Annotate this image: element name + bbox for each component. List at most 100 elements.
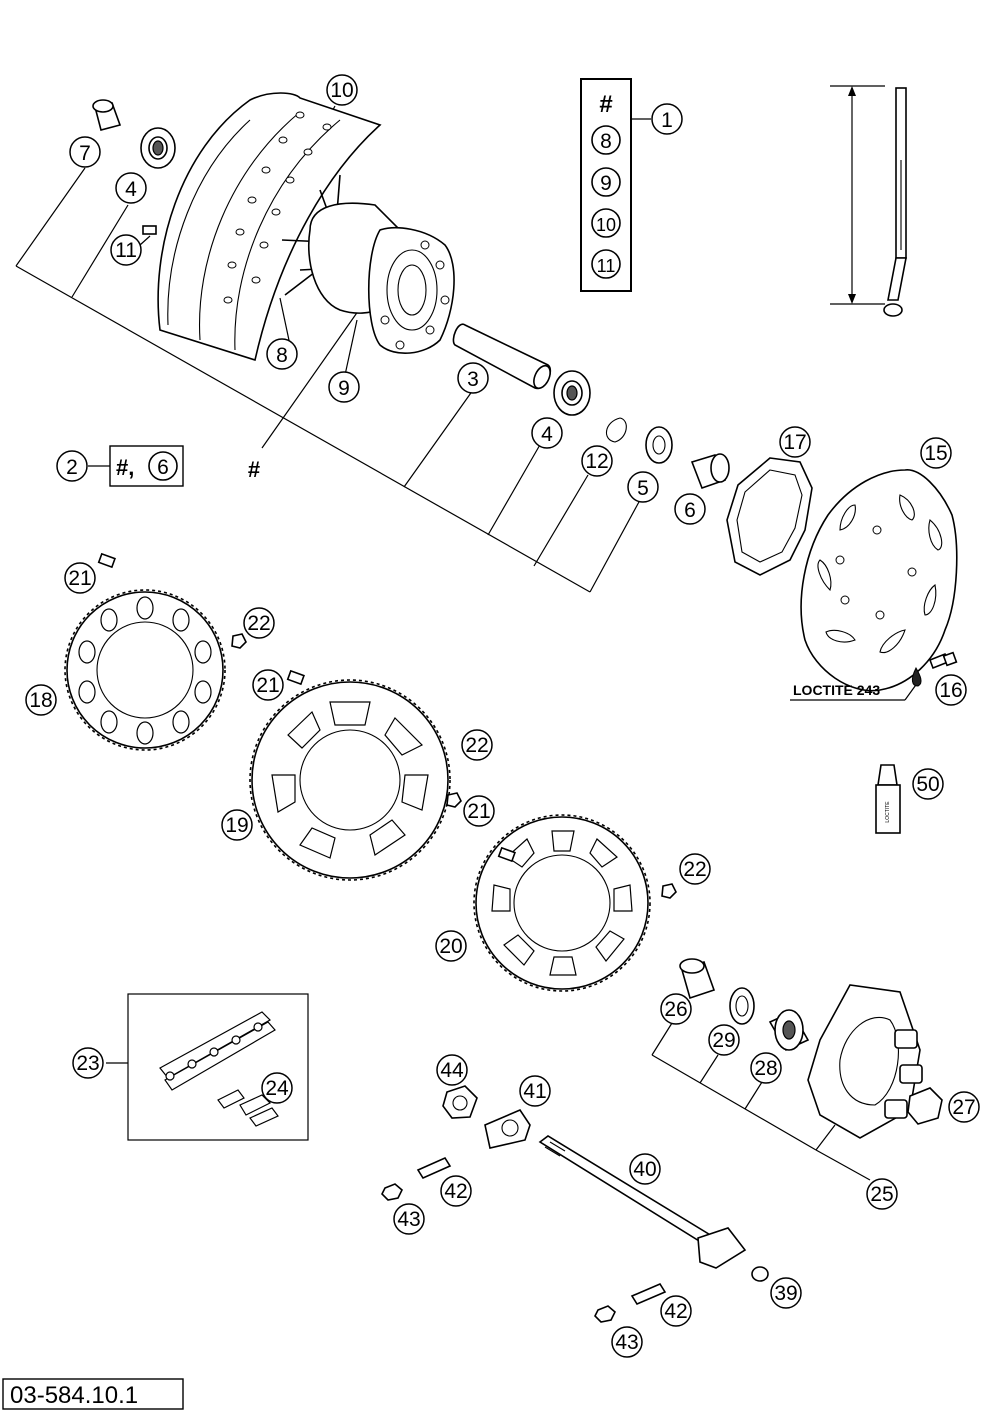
callout-3: 3 xyxy=(457,362,489,394)
chain-box xyxy=(127,993,309,1141)
legend-item-9: 9 xyxy=(591,167,621,197)
spacer-icon xyxy=(690,453,730,490)
brake-disc-icon xyxy=(800,469,958,692)
wheel-rim-icon xyxy=(157,92,382,362)
svg-text:21: 21 xyxy=(68,567,91,590)
chain-adjuster-icon xyxy=(484,1109,531,1149)
spoke-length-gauge xyxy=(830,85,907,317)
callout-12: 12 xyxy=(581,445,613,477)
callout-4b: 4 xyxy=(531,417,563,449)
bolt-icon xyxy=(928,651,958,670)
svg-text:27: 27 xyxy=(952,1096,975,1119)
svg-text:8: 8 xyxy=(600,130,612,153)
svg-text:43: 43 xyxy=(397,1208,420,1231)
svg-text:23: 23 xyxy=(76,1052,99,1075)
sprocket-icon xyxy=(64,589,226,751)
svg-text:4: 4 xyxy=(125,178,137,201)
callout-9: 9 xyxy=(328,371,360,403)
chain-icon xyxy=(159,1011,276,1091)
bearing-icon xyxy=(553,370,591,416)
svg-text:41: 41 xyxy=(523,1080,546,1103)
callout-22b: 22 xyxy=(461,729,493,761)
svg-text:22: 22 xyxy=(465,734,488,757)
svg-text:22: 22 xyxy=(683,858,706,881)
legend-box: # 8 9 10 11 xyxy=(580,78,632,292)
callout-22a: 22 xyxy=(243,607,275,639)
callout-29: 29 xyxy=(708,1024,740,1056)
svg-text:20: 20 xyxy=(439,935,462,958)
bearing-icon xyxy=(140,127,176,169)
svg-text:44: 44 xyxy=(440,1059,464,1082)
svg-text:50: 50 xyxy=(916,773,939,796)
callout-43b: 43 xyxy=(611,1326,643,1358)
seal-ring-icon xyxy=(729,987,755,1025)
nut-icon xyxy=(446,792,462,808)
callout-24: 24 xyxy=(261,1072,293,1104)
callout-27: 27 xyxy=(948,1091,980,1123)
svg-text:9: 9 xyxy=(600,172,612,195)
callout-11: 11 xyxy=(110,234,142,266)
svg-text:28: 28 xyxy=(754,1057,777,1080)
callout-15: 15 xyxy=(920,437,952,469)
callout-19: 19 xyxy=(221,809,253,841)
bolt-icon xyxy=(97,552,116,569)
axle-nut-icon xyxy=(442,1085,478,1119)
spacer-bush-icon xyxy=(92,99,122,131)
legend-item-11: 11 xyxy=(591,249,621,279)
legend-item-10: 10 xyxy=(591,208,621,238)
svg-text:5: 5 xyxy=(637,477,649,500)
svg-text:11: 11 xyxy=(115,239,137,262)
callout-28: 28 xyxy=(750,1052,782,1084)
svg-text:8: 8 xyxy=(276,344,288,367)
svg-text:16: 16 xyxy=(939,679,962,702)
svg-text:9: 9 xyxy=(338,377,350,400)
loctite-label: LOCTITE 243 xyxy=(793,682,880,698)
callout-42b: 42 xyxy=(660,1295,692,1327)
callout-41: 41 xyxy=(519,1075,551,1107)
callout-17: 17 xyxy=(779,426,811,458)
callout-1: 1 xyxy=(651,103,683,135)
svg-text:24: 24 xyxy=(265,1077,289,1100)
loctite-tube-icon: LOCTITE xyxy=(875,764,901,834)
callout-50: 50 xyxy=(912,768,944,800)
sprocket-icon xyxy=(249,679,451,881)
bolt-icon xyxy=(497,846,516,863)
callout-6: 6 xyxy=(674,493,706,525)
adjusting-screw-icon xyxy=(416,1156,667,1306)
loctite-drop-icon xyxy=(911,666,922,687)
svg-text:21: 21 xyxy=(256,674,279,697)
svg-text:19: 19 xyxy=(225,814,248,837)
seal-ring-icon xyxy=(645,426,673,464)
svg-text:3: 3 xyxy=(467,368,479,391)
nut-icon xyxy=(661,883,677,899)
callout-25: 25 xyxy=(866,1178,898,1210)
callout-21b: 21 xyxy=(252,669,284,701)
circlip-icon xyxy=(606,417,627,443)
svg-text:17: 17 xyxy=(783,431,806,454)
nut-icon xyxy=(381,1183,616,1323)
callout-20: 20 xyxy=(435,930,467,962)
svg-text:1: 1 xyxy=(661,109,673,132)
set-box: #, 6 xyxy=(109,445,184,487)
set-box-ref-6: 6 xyxy=(157,456,169,479)
callout-40: 40 xyxy=(629,1153,661,1185)
svg-text:25: 25 xyxy=(870,1183,893,1206)
callout-44: 44 xyxy=(436,1054,468,1086)
callout-16: 16 xyxy=(935,674,967,706)
svg-text:7: 7 xyxy=(79,142,91,165)
callout-7: 7 xyxy=(69,136,101,168)
svg-text:15: 15 xyxy=(924,442,947,465)
svg-text:21: 21 xyxy=(467,800,490,823)
spacer-tube-icon xyxy=(452,323,552,390)
callout-26: 26 xyxy=(660,993,692,1025)
callout-21a: 21 xyxy=(64,562,96,594)
callout-18: 18 xyxy=(25,684,57,716)
sprocket-icon xyxy=(473,814,651,992)
callout-43a: 43 xyxy=(393,1203,425,1235)
legend-item-8: 8 xyxy=(591,125,621,155)
svg-text:6: 6 xyxy=(684,499,696,522)
svg-text:2: 2 xyxy=(66,456,78,479)
chain-link-icon xyxy=(217,1089,279,1127)
callout-22c: 22 xyxy=(679,853,711,885)
callout-2: 2 xyxy=(56,450,88,482)
